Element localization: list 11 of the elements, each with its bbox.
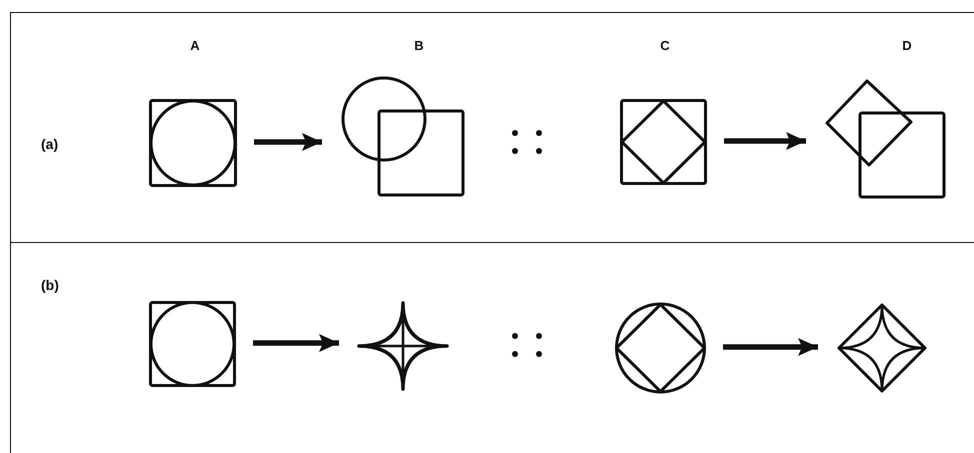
panel-label: (a) — [41, 136, 58, 152]
column-label: B — [414, 38, 424, 53]
panel-label: (b) — [41, 277, 59, 293]
column-label: D — [902, 38, 912, 53]
column-label: A — [190, 38, 200, 53]
arrow — [254, 133, 322, 151]
column-label: C — [660, 38, 670, 53]
arrow — [253, 334, 339, 352]
arrow — [724, 132, 806, 150]
arrow — [723, 338, 818, 356]
panel — [10, 12, 974, 243]
